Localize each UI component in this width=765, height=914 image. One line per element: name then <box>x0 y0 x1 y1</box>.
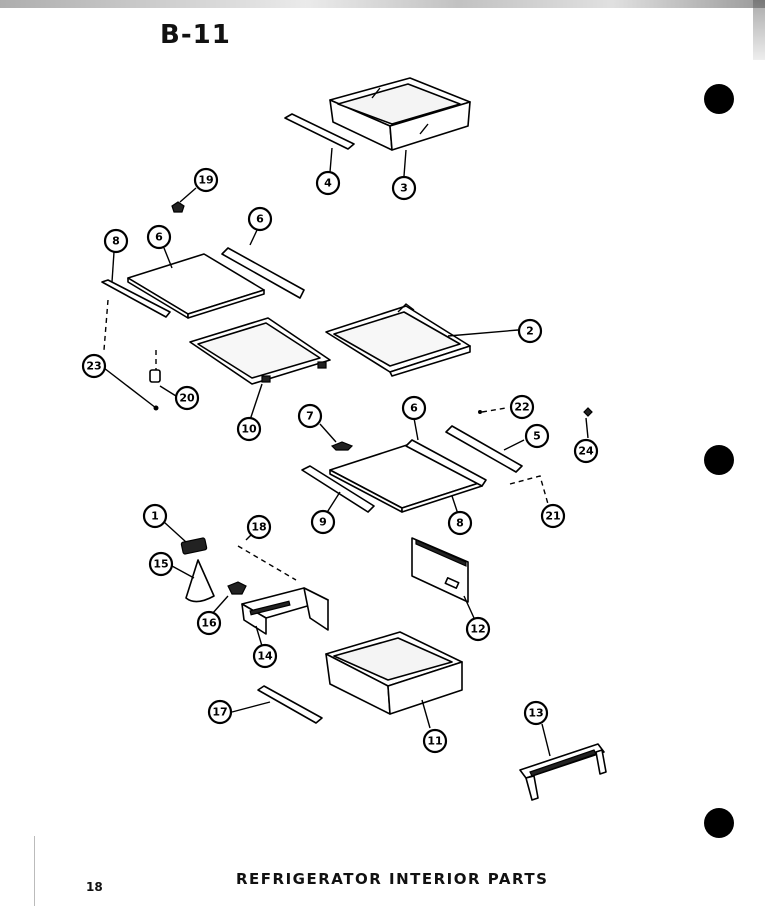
callout-3: 3 <box>391 175 417 201</box>
svg-text:3: 3 <box>400 182 408 195</box>
svg-text:21: 21 <box>545 510 560 523</box>
part-24-pin <box>583 407 593 417</box>
svg-text:6: 6 <box>410 402 418 415</box>
part-9-front-trim <box>301 465 375 513</box>
part-20-spacer <box>149 369 161 383</box>
binder-hole-middle <box>704 445 734 475</box>
part-7-clip <box>330 441 354 451</box>
callout-6: 6 <box>401 395 427 421</box>
svg-text:23: 23 <box>86 360 101 373</box>
callout-21: 21 <box>540 503 566 529</box>
callout-7: 7 <box>297 403 323 429</box>
part-15-light-cover <box>185 559 215 603</box>
callout-1: 1 <box>142 503 168 529</box>
svg-text:6: 6 <box>155 231 163 244</box>
callout-6: 6 <box>146 224 172 250</box>
svg-text:7: 7 <box>306 410 314 423</box>
svg-text:9: 9 <box>319 516 327 529</box>
part-22-screw <box>478 410 482 414</box>
callout-15: 15 <box>148 551 174 577</box>
callout-8: 8 <box>103 228 129 254</box>
callout-8: 8 <box>447 510 473 536</box>
svg-text:2: 2 <box>526 325 534 338</box>
svg-text:24: 24 <box>578 445 594 458</box>
part-4-rail <box>284 113 355 150</box>
callout-16: 16 <box>196 610 222 636</box>
scan-edge-right <box>753 0 765 60</box>
part-1-switch <box>180 537 208 555</box>
callout-5: 5 <box>524 423 550 449</box>
part-3-crisper-drawer <box>329 77 471 151</box>
callout-9: 9 <box>310 509 336 535</box>
callout-14: 14 <box>252 643 278 669</box>
part-6-shelf-trim <box>405 439 487 487</box>
svg-text:20: 20 <box>179 392 195 405</box>
part-16-socket <box>227 581 247 595</box>
binder-hole-top <box>704 84 734 114</box>
svg-text:1: 1 <box>151 510 159 523</box>
svg-text:22: 22 <box>514 401 529 414</box>
part-11-meat-drawer <box>325 631 463 715</box>
part-17-rail <box>257 685 323 724</box>
svg-text:5: 5 <box>533 430 541 443</box>
page-code: B-11 <box>160 20 231 50</box>
svg-text:8: 8 <box>456 517 464 530</box>
part-10-shelf-frame <box>189 317 331 385</box>
footer-title: REFRIGERATOR INTERIOR PARTS <box>236 870 549 888</box>
callout-20: 20 <box>174 385 200 411</box>
callout-23: 23 <box>81 353 107 379</box>
callout-19: 19 <box>193 167 219 193</box>
svg-text:18: 18 <box>251 521 266 534</box>
callout-22: 22 <box>509 394 535 420</box>
part-23-screw <box>153 405 159 411</box>
svg-text:14: 14 <box>257 650 273 663</box>
svg-text:13: 13 <box>528 707 543 720</box>
scan-edge-top <box>0 0 765 8</box>
callout-12: 12 <box>465 616 491 642</box>
part-12-panel <box>411 537 469 603</box>
svg-text:16: 16 <box>201 617 217 630</box>
callout-18: 18 <box>246 514 272 540</box>
callout-6: 6 <box>247 206 273 232</box>
callout-11: 11 <box>422 728 448 754</box>
part-14-control-housing <box>241 587 329 635</box>
page-number: 18 <box>86 880 103 894</box>
part-2-slide-shelf <box>325 303 471 377</box>
part-6-rear-rail <box>221 247 305 299</box>
binder-hole-bottom <box>704 808 734 838</box>
svg-text:10: 10 <box>241 423 257 436</box>
callout-10: 10 <box>236 416 262 442</box>
callout-17: 17 <box>207 699 233 725</box>
part-8-trim-left <box>101 279 171 318</box>
svg-text:8: 8 <box>112 235 120 248</box>
part-6-glass-shelf-left <box>127 253 265 319</box>
svg-text:17: 17 <box>212 706 227 719</box>
svg-text:11: 11 <box>427 735 442 748</box>
part-13-bracket <box>519 743 607 801</box>
callout-24: 24 <box>573 438 599 464</box>
svg-text:4: 4 <box>324 177 332 190</box>
margin-rule <box>34 836 35 906</box>
svg-text:19: 19 <box>198 174 213 187</box>
callout-13: 13 <box>523 700 549 726</box>
svg-text:6: 6 <box>256 213 264 226</box>
callout-4: 4 <box>315 170 341 196</box>
svg-text:15: 15 <box>153 558 168 571</box>
callout-2: 2 <box>517 318 543 344</box>
svg-text:12: 12 <box>470 623 485 636</box>
part-5-rail <box>445 425 523 473</box>
part-19-clip <box>171 201 185 213</box>
